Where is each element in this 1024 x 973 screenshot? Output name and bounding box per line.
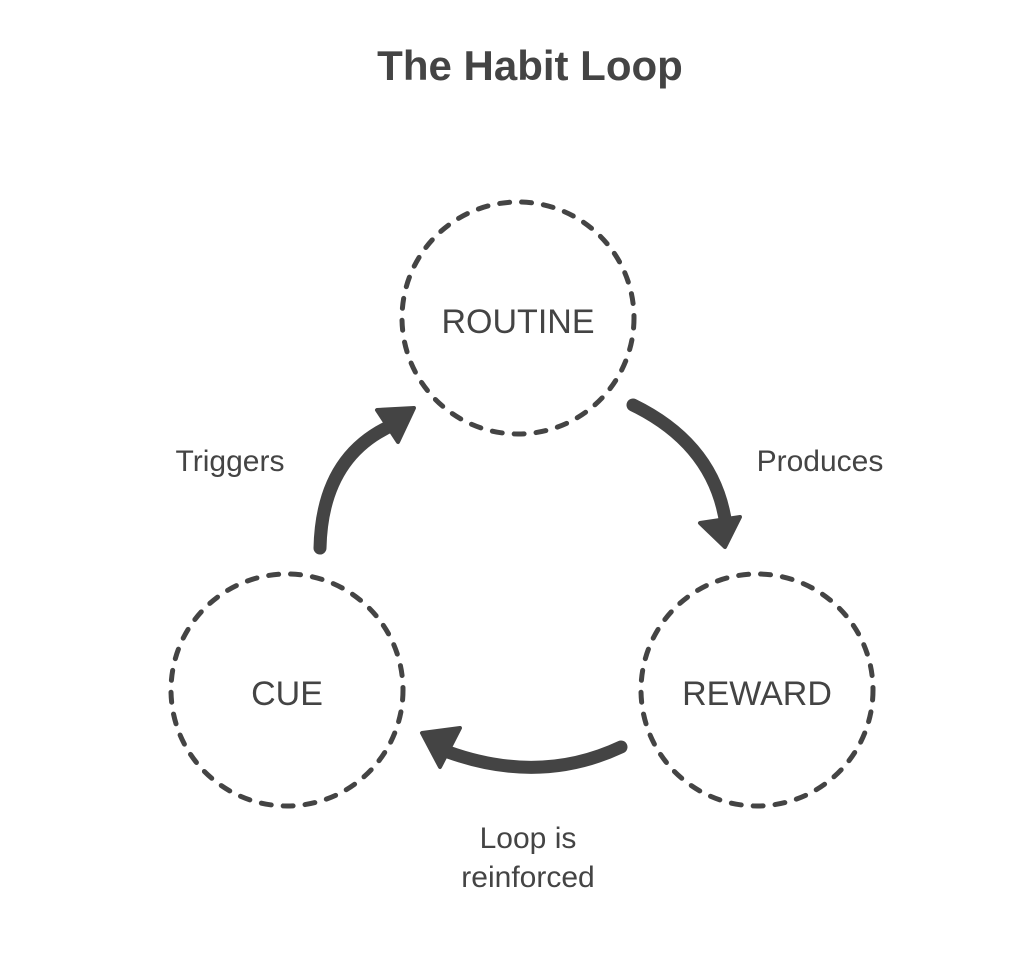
produces-arrow: [626, 398, 742, 549]
reinforced-arrow: [420, 726, 628, 774]
cue-node: [168, 571, 406, 809]
cue-label: CUE: [251, 675, 323, 713]
triggers-arrow: [313, 406, 416, 555]
diagram-title: The Habit Loop: [377, 42, 683, 89]
routine-node: [399, 199, 637, 437]
reinforced-label-line1: Loop is: [480, 822, 577, 855]
reward-node: [638, 571, 876, 809]
triggers-label: Triggers: [176, 445, 285, 478]
reward-label: REWARD: [682, 675, 832, 713]
produces-label: Produces: [757, 445, 884, 478]
routine-label: ROUTINE: [442, 303, 595, 341]
reinforced-label-line2: reinforced: [461, 861, 594, 894]
